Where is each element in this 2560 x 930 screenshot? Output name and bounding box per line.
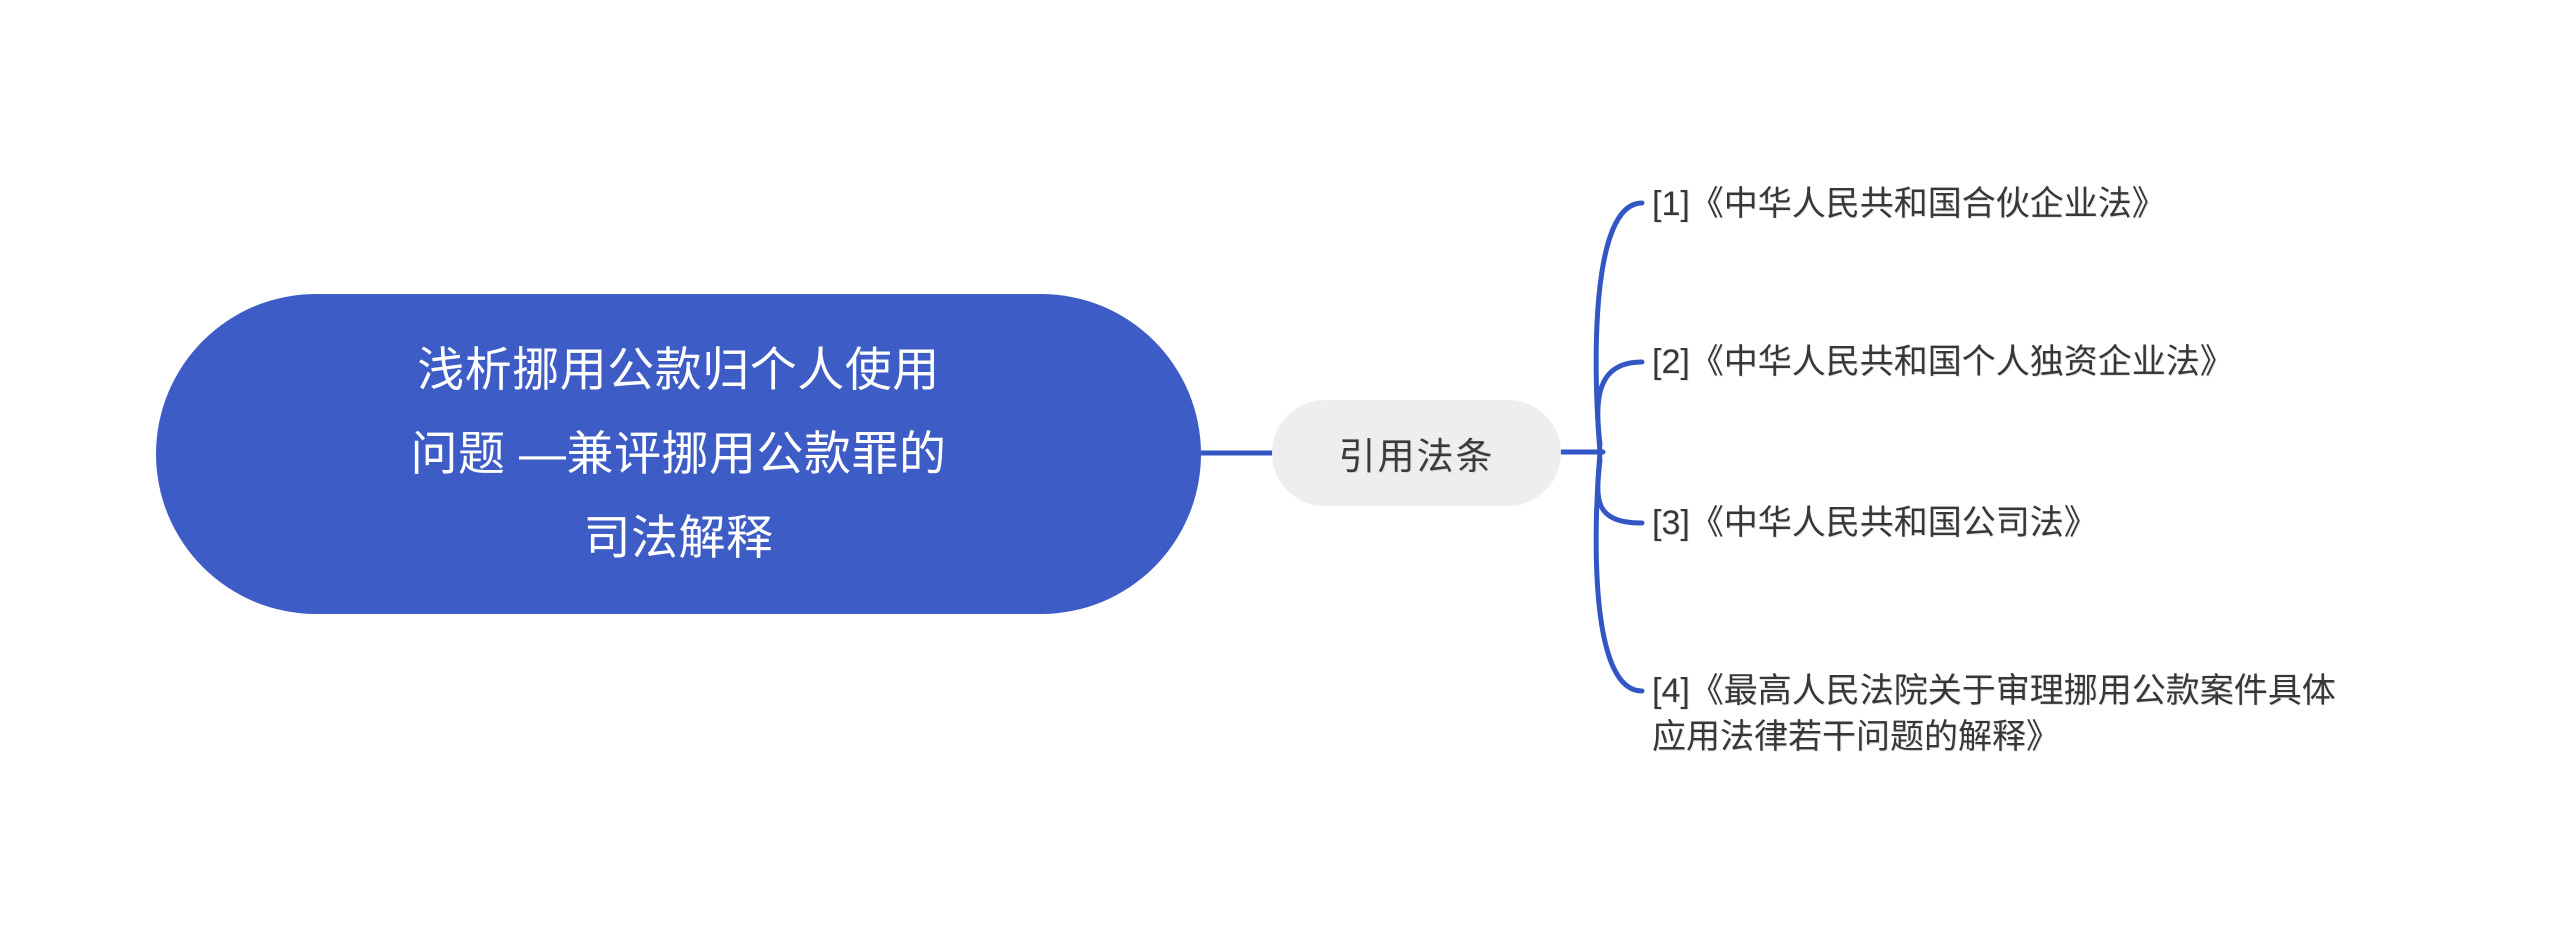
- leaf-node-ref-4[interactable]: [4]《最高人民法院关于审理挪用公款案件具体应用法律若干问题的解释》: [1652, 672, 2336, 756]
- edge-branch-to-leaf-4: [1593, 449, 1645, 694]
- edge-branch-to-leaf-3: [1595, 457, 1645, 526]
- root-topic-node[interactable]: 浅析挪用公款归个人使用问题 —兼评挪用公款罪的司法解释: [156, 294, 1201, 614]
- branch-node-citations[interactable]: 引用法条: [1272, 400, 1561, 506]
- branch-node-label: 引用法条: [1338, 436, 1495, 477]
- edge-branch-to-leaf-2: [1595, 359, 1645, 448]
- root-topic-text: 浅析挪用公款归个人使用问题 —兼评挪用公款罪的司法解释: [410, 343, 947, 564]
- leaf-node-ref-2[interactable]: [2]《中华人民共和国个人独资企业法》: [1652, 343, 2234, 381]
- leaf-node-ref-1[interactable]: [1]《中华人民共和国合伙企业法》: [1652, 185, 2166, 223]
- edge-branch-to-leaf-1: [1593, 200, 1645, 455]
- leaf-node-ref-3[interactable]: [3]《中华人民共和国公司法》: [1652, 504, 2098, 542]
